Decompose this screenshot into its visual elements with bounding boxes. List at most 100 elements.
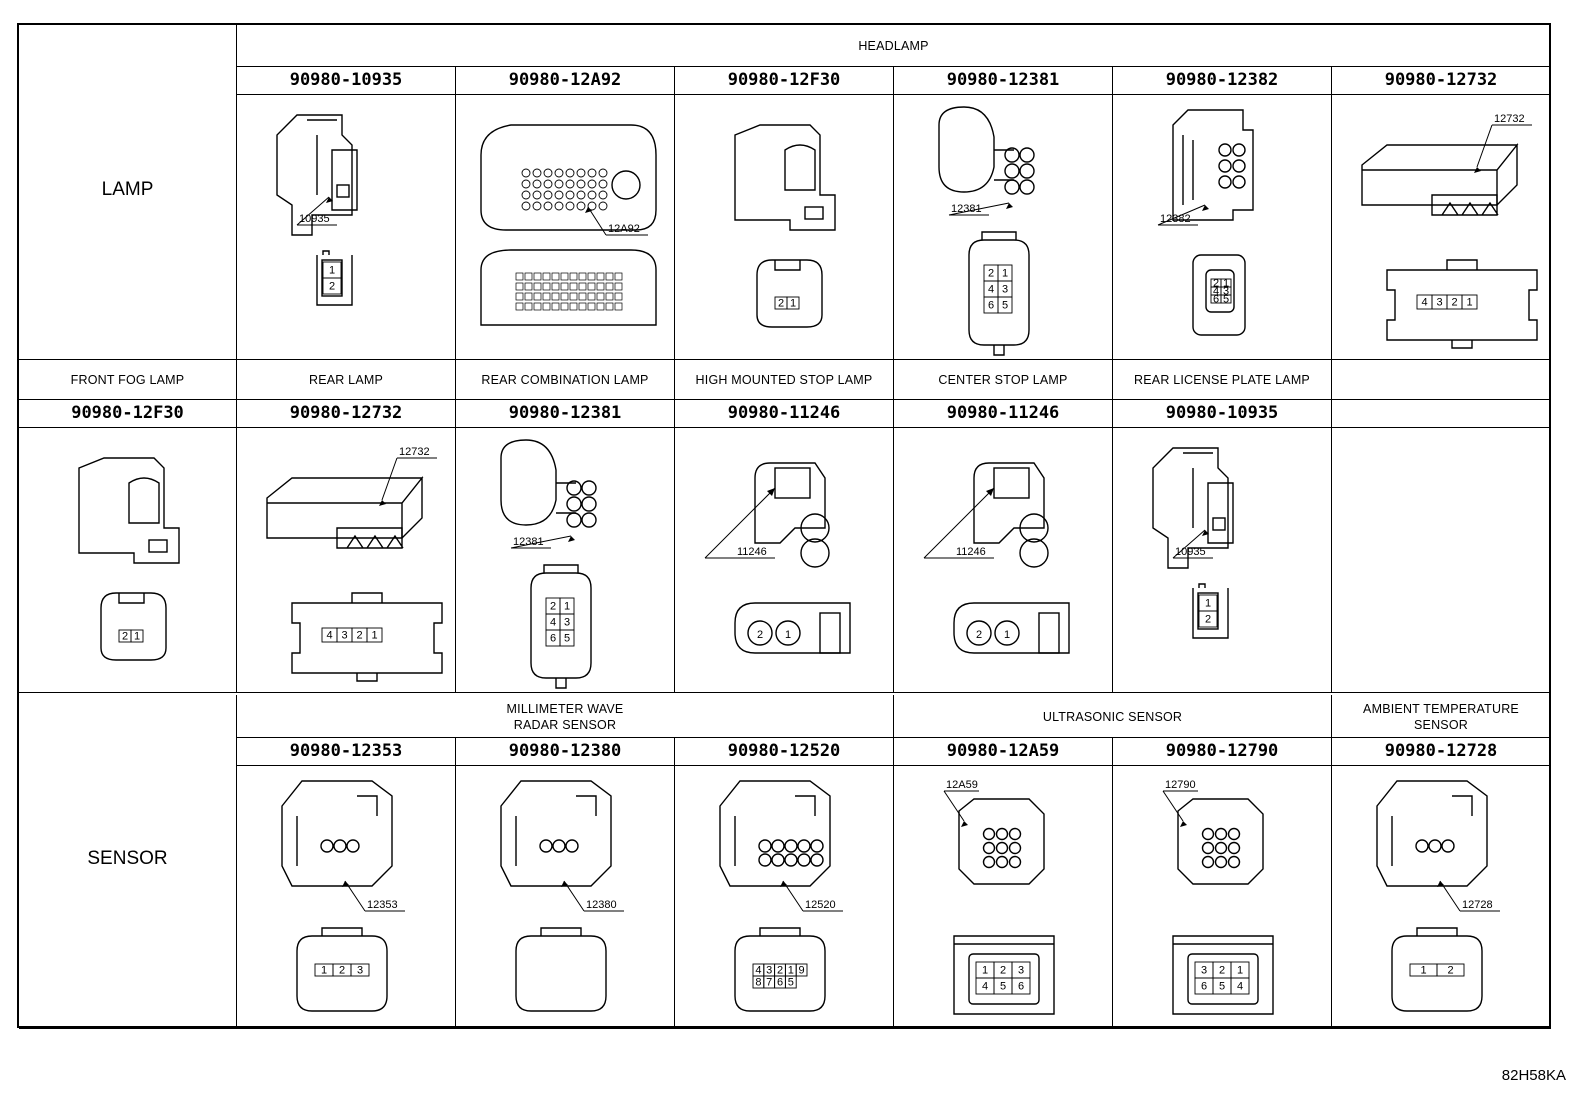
group-header: FRONT FOG LAMP: [19, 360, 237, 400]
pin-number: 2: [329, 281, 335, 293]
part-number: 90980-12790: [1165, 741, 1279, 761]
callout-label: 10935: [299, 213, 330, 225]
pin-number: 1: [134, 631, 140, 643]
part-number: 90980-12A92: [508, 70, 622, 90]
part-number: 90980-12520: [727, 741, 841, 761]
callout-label: 12A92: [608, 223, 640, 235]
group-header: [1332, 360, 1551, 400]
part-number: 90980-10935: [289, 70, 403, 90]
part-number: 90980-12381: [508, 403, 622, 423]
part-number-cell: 90980-12A92: [456, 67, 675, 95]
pin-number: 2: [339, 965, 345, 977]
group-header-label: REAR LICENSE PLATE LAMP: [1134, 373, 1310, 387]
connector-drawing: 1 2 10935: [1152, 447, 1234, 639]
pin-number: 6: [777, 977, 783, 989]
part-number-cell: 90980-12790: [1113, 738, 1332, 766]
pin-number: 2: [1219, 965, 1225, 977]
group-header: ULTRASONIC SENSOR: [894, 695, 1332, 738]
connector-drawing-cell: 1 2 10935: [1113, 428, 1332, 693]
part-number: 90980-10935: [1165, 403, 1279, 423]
part-number-cell: 90980-11246: [894, 400, 1113, 428]
pin-number: 6: [1213, 294, 1219, 306]
group-header: CENTER STOP LAMP: [894, 360, 1113, 400]
group-header-label: REAR LAMP: [308, 373, 384, 387]
pin-number: 2: [550, 601, 556, 613]
pin-number: 1: [564, 601, 570, 613]
part-number: 90980-12382: [1165, 70, 1279, 90]
pin-number: 4: [1213, 286, 1219, 298]
part-number: 90980-11246: [946, 403, 1060, 423]
part-number-cell: 90980-12732: [1332, 67, 1551, 95]
pin-number: 5: [1002, 300, 1008, 312]
pin-number: 6: [988, 300, 994, 312]
row-side-label-3: SENSOR: [19, 695, 237, 1029]
pin-number: 5: [788, 977, 794, 989]
part-number-cell: 90980-12380: [456, 738, 675, 766]
pin-number: 2: [1000, 965, 1006, 977]
pin-number: 5: [1223, 294, 1229, 306]
part-number-cell: 90980-12382: [1113, 67, 1332, 95]
part-number: 90980-12380: [508, 741, 622, 761]
callout-label: 10935: [1175, 546, 1206, 558]
pin-number: 2: [988, 268, 994, 280]
part-number: 90980-12732: [1384, 70, 1498, 90]
part-number: 90980-11246: [727, 403, 841, 423]
pin-number: 4: [1421, 297, 1427, 309]
pin-number: 5: [1000, 981, 1006, 993]
pin-number: 2: [122, 631, 128, 643]
connector-drawing-cell: [1332, 428, 1551, 693]
part-number: 90980-12728: [1384, 741, 1498, 761]
connector-drawing-cell: 12380: [456, 766, 675, 1029]
callout-label: 12353: [367, 899, 398, 911]
pin-number: 6: [550, 633, 556, 645]
pin-number: 6: [1201, 981, 1207, 993]
pin-number: 7: [766, 977, 772, 989]
pin-number: 1: [321, 965, 327, 977]
group-header-label: CENTER STOP LAMP: [938, 373, 1068, 387]
part-number: 90980-12381: [946, 70, 1060, 90]
pin-number: 1: [785, 629, 791, 641]
side-label: LAMP: [101, 178, 154, 200]
pin-number: 1: [1237, 965, 1243, 977]
row-side-label-1: LAMP: [19, 25, 237, 360]
sensor-connector-icon: 12380: [500, 780, 624, 1012]
pin-number: 1: [788, 965, 794, 977]
pin-number: 2: [757, 629, 763, 641]
pin-number: 4: [326, 630, 332, 642]
pin-number: 4: [755, 965, 761, 977]
pin-number: 1: [1205, 598, 1211, 610]
pin-number: 2: [1205, 614, 1211, 626]
pin-number: 6: [1018, 981, 1024, 993]
group-header: AMBIENT TEMPERATURE SENSOR: [1332, 695, 1551, 738]
pin-number: 2: [976, 629, 982, 641]
pin-number: 1: [1466, 297, 1472, 309]
part-number-cell: 90980-10935: [237, 67, 456, 95]
connector-drawing: 12A92: [480, 124, 657, 326]
part-number-cell: 90980-12728: [1332, 738, 1551, 766]
pin-number: 9: [799, 965, 805, 977]
pin-number: 1: [371, 630, 377, 642]
group-header: MILLIMETER WAVE RADAR SENSOR: [237, 695, 894, 738]
pin-number: 3: [357, 965, 363, 977]
callout-label: 12381: [513, 536, 544, 548]
